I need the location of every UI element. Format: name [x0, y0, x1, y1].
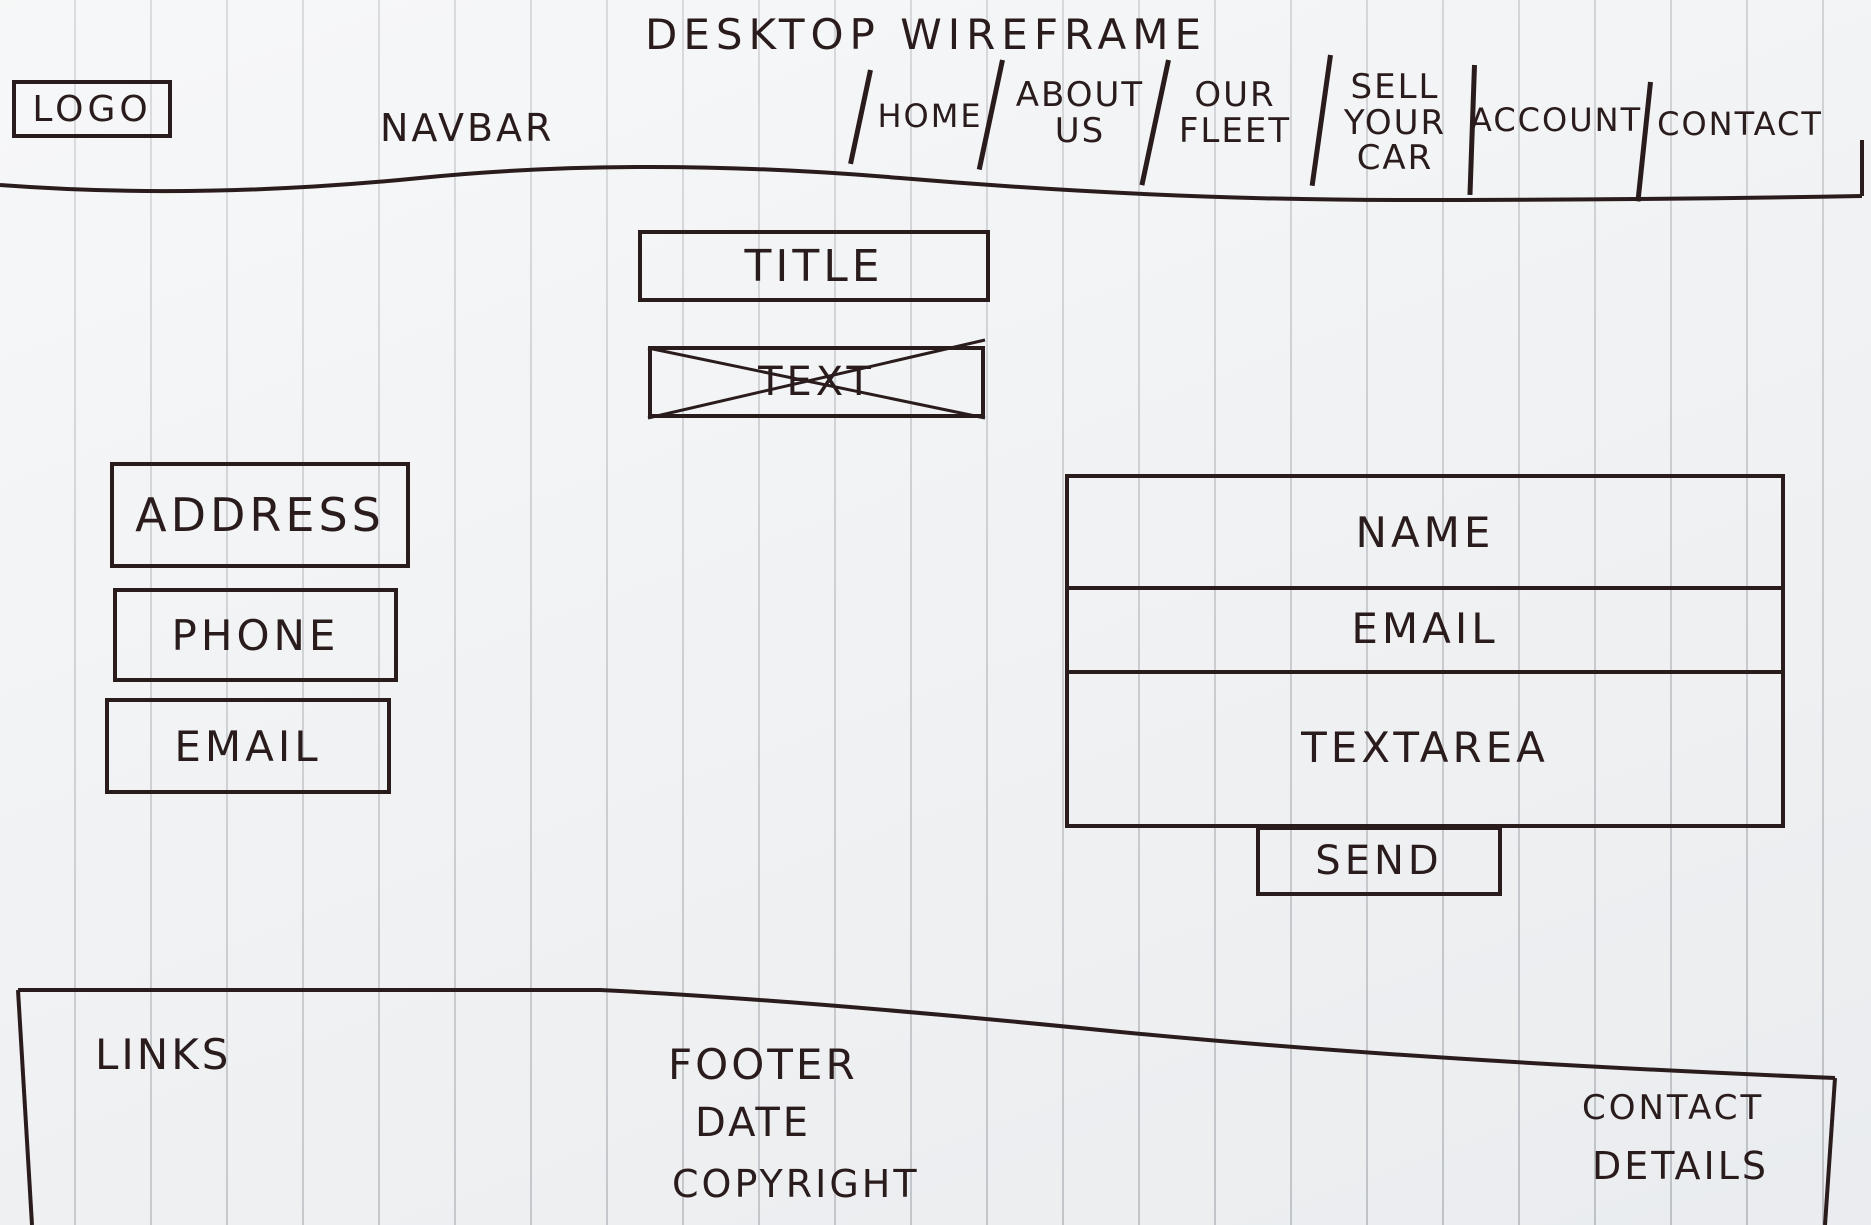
- page-title-box: TITLE: [638, 230, 990, 302]
- nav-item-our-fleet[interactable]: OUR FLEET: [1178, 75, 1292, 151]
- footer-date: DATE: [695, 1100, 812, 1146]
- name-field[interactable]: NAME: [1069, 478, 1781, 590]
- nav-item-about-us[interactable]: ABOUT US: [1015, 75, 1145, 151]
- phone-box: PHONE: [113, 588, 398, 682]
- text-placeholder: TEXT: [648, 346, 985, 418]
- message-textarea[interactable]: TEXTAREA: [1301, 722, 1549, 772]
- page-title: TITLE: [744, 240, 884, 292]
- nav-item-contact[interactable]: CONTACT: [1657, 105, 1823, 143]
- email-box: EMAIL: [105, 698, 391, 794]
- address-box: ADDRESS: [110, 462, 410, 568]
- contact-form: NAME EMAIL TEXTAREA: [1065, 474, 1785, 828]
- footer-contact-line1: CONTACT: [1582, 1088, 1765, 1128]
- logo[interactable]: LOGO: [12, 80, 172, 138]
- send-button[interactable]: SEND: [1256, 826, 1502, 896]
- nav-item-sell-your-car[interactable]: SELL YOUR CAR: [1343, 67, 1447, 179]
- navbar-label: NAVBAR: [380, 106, 555, 150]
- footer-contact-line2: DETAILS: [1592, 1144, 1770, 1188]
- footer-copyright: COPYRIGHT: [672, 1162, 920, 1206]
- sheet-heading: DESKTOP WIREFRAME: [645, 10, 1207, 59]
- email-field[interactable]: EMAIL: [1069, 586, 1781, 674]
- footer-label: FOOTER: [668, 1040, 858, 1089]
- nav-item-account[interactable]: ACCOUNT: [1470, 101, 1643, 139]
- nav-item-home[interactable]: HOME: [877, 97, 983, 135]
- footer-links[interactable]: LINKS: [95, 1030, 232, 1079]
